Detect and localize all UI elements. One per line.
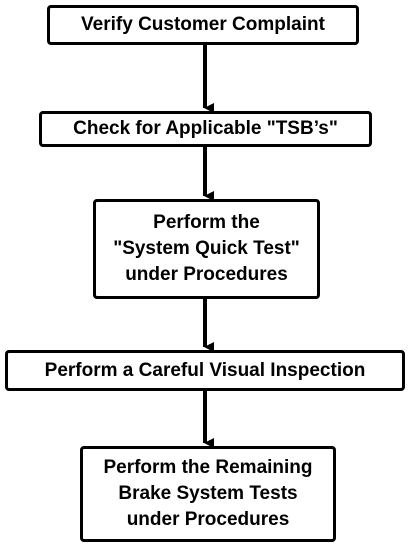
step-remaining-brake-tests: Perform the Remaining Brake System Tests… bbox=[80, 446, 336, 542]
step-3-line-2: "System Quick Test" bbox=[113, 238, 300, 259]
step-3-line-1: Perform the bbox=[153, 212, 260, 233]
step-check-applicable-tsbs: Check for Applicable "TSB’s" bbox=[39, 111, 372, 147]
step-verify-customer-complaint: Verify Customer Complaint bbox=[47, 5, 359, 45]
step-5-line-1: Perform the Remaining bbox=[103, 457, 313, 478]
step-3-line-3: under Procedures bbox=[125, 264, 288, 285]
step-2-line-1: Check for Applicable "TSB’s" bbox=[73, 118, 338, 139]
step-visual-inspection: Perform a Careful Visual Inspection bbox=[5, 350, 405, 391]
step-5-line-2: Brake System Tests bbox=[118, 483, 298, 504]
step-system-quick-test: Perform the "System Quick Test" under Pr… bbox=[93, 199, 320, 299]
step-5-line-3: under Procedures bbox=[126, 509, 290, 530]
step-1-line-1: Verify Customer Complaint bbox=[81, 14, 325, 35]
step-4-line-1: Perform a Careful Visual Inspection bbox=[44, 359, 366, 381]
